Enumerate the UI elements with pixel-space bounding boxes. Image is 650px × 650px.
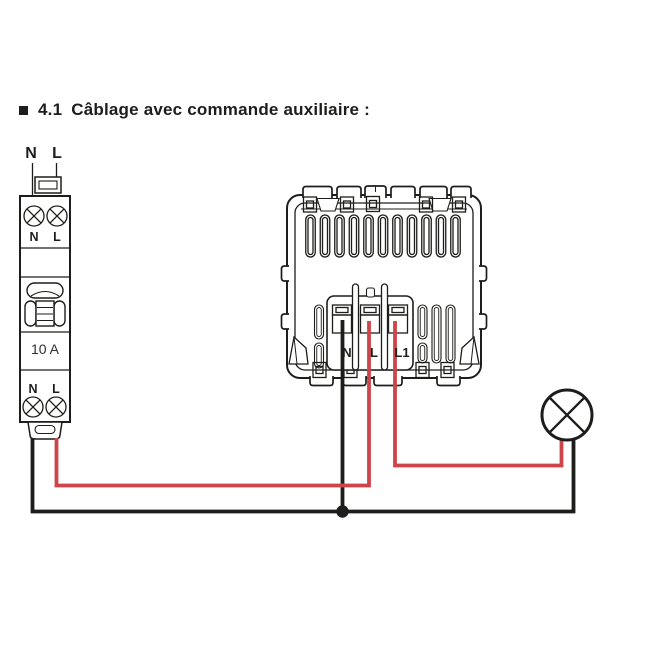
side-notch	[479, 313, 488, 330]
section-number: 4.1	[38, 100, 63, 119]
mechanism-terminal-l1-label: L1	[394, 345, 409, 360]
side-notch	[479, 265, 488, 282]
wiring	[30, 320, 576, 518]
side-slot	[417, 304, 428, 340]
breaker-bottom-terminal-l-label: L	[52, 382, 60, 396]
claw-wing	[316, 197, 340, 212]
mounting-tab	[419, 185, 448, 198]
mounting-tab	[450, 185, 472, 198]
corner-claw	[288, 335, 309, 365]
side-slot-inner	[419, 345, 426, 361]
toggle-housing-arc	[30, 290, 60, 297]
neutral-bus-wire	[30, 437, 576, 514]
breaker-toggle	[24, 282, 66, 327]
terminal-divider	[380, 283, 389, 371]
breaker-rating-label: 10 A	[31, 341, 60, 357]
live-wire-breaker-to-l-terminal	[54, 321, 371, 488]
toggle-right-lobe	[53, 300, 66, 327]
mounting-tab-bottom	[436, 376, 461, 387]
side-slot	[431, 304, 442, 364]
mounting-tab	[390, 185, 416, 198]
breaker-incoming-l-label: L	[52, 145, 62, 162]
side-slot-inner	[316, 345, 322, 366]
breaker-top-terminal-l-label: L	[53, 230, 61, 244]
breaker-top-clamp-slot	[38, 180, 58, 190]
mounting-tab	[336, 185, 362, 198]
side-slot	[313, 342, 325, 369]
side-notch	[280, 265, 289, 282]
section-title: Câblage avec commande auxiliaire :	[71, 100, 370, 119]
mechanism-terminal-l-label: L	[370, 345, 378, 360]
wire-junction-dot	[336, 505, 349, 518]
mounting-tab-bottom	[373, 376, 403, 387]
side-notch	[280, 313, 289, 330]
breaker-bottom-clamp	[27, 421, 63, 440]
toggle-housing	[26, 282, 64, 299]
corner-claw	[459, 335, 480, 365]
section-heading: 4.1 Câblage avec commande auxiliaire :	[19, 100, 370, 120]
live-wire-l1-terminal-to-lamp	[393, 321, 564, 468]
claw-wing	[428, 197, 452, 212]
side-slot-inner	[419, 307, 426, 337]
mechanism-terminal-n-label: N	[342, 345, 351, 360]
corner-claw-fold	[470, 336, 475, 365]
section-bullet-icon	[19, 105, 28, 115]
corner-claw-fold	[293, 336, 298, 365]
side-slots-left	[313, 304, 325, 369]
side-slot-inner	[433, 307, 440, 361]
mounting-tab	[302, 185, 333, 198]
breaker-top-terminal-n-label: N	[29, 230, 38, 244]
breaker-bottom-terminal-n-label: N	[28, 382, 37, 396]
breaker-incoming-n-label: N	[25, 145, 37, 162]
switch-mechanism	[280, 185, 488, 387]
side-slot	[313, 304, 325, 340]
toggle-left-lobe	[24, 300, 37, 327]
circuit-breaker: N L N L 10 A	[19, 145, 71, 440]
breaker-bottom-clamp-slot	[34, 424, 56, 435]
mounting-tab-bottom	[309, 376, 334, 387]
terminal-divider	[351, 283, 360, 371]
terminal-block-notch	[365, 287, 376, 298]
lamp-cross-line	[548, 396, 586, 434]
side-slot-inner	[447, 307, 454, 361]
lamp-symbol	[540, 388, 594, 442]
side-slot-inner	[316, 307, 322, 337]
